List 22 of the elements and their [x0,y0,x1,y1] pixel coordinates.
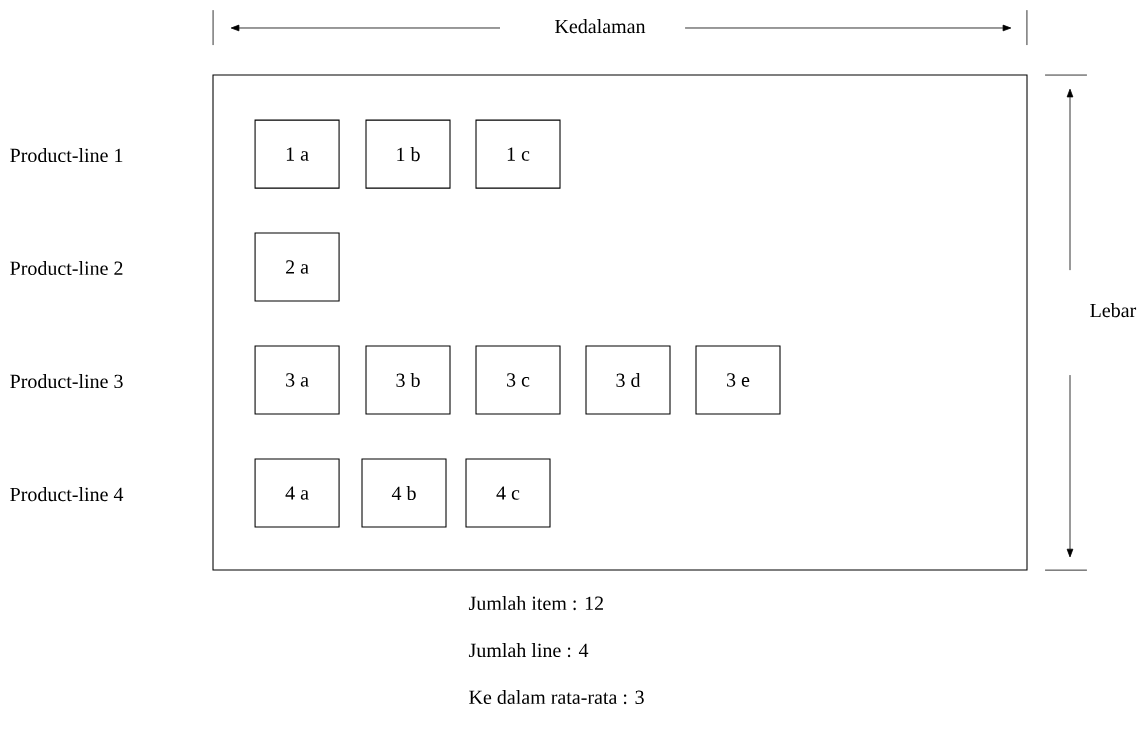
item-box: 3 e [695,345,781,415]
item-box: 1 a [254,119,340,189]
item-box: 3 b [365,345,451,415]
item-box: 3 a [254,345,340,415]
frame-box [212,74,1028,571]
row-label: Product-line 2 [10,260,123,275]
dimension-label: Lebar [1090,303,1137,318]
row-label: Product-line 1 [10,148,123,163]
item-box: 2 a [254,232,340,302]
note: Ke dalam rata-rata : 3 [469,689,644,705]
item-box: 3 d [585,345,671,415]
note: Jumlah line : 4 [468,643,589,658]
row-label: Product-line 3 [10,374,123,389]
item-box: 4 c [465,458,551,528]
item-box: 3 c [475,345,561,415]
dimension-label: Kedalaman [555,19,646,34]
item-box: 4 b [361,458,447,528]
item-box: 4 a [254,458,340,528]
note: Jumlah item : 12 [468,595,603,611]
row-label: Product-line 4 [10,487,124,502]
item-box: 1 c [475,119,561,189]
item-box: 1 b [365,119,451,189]
